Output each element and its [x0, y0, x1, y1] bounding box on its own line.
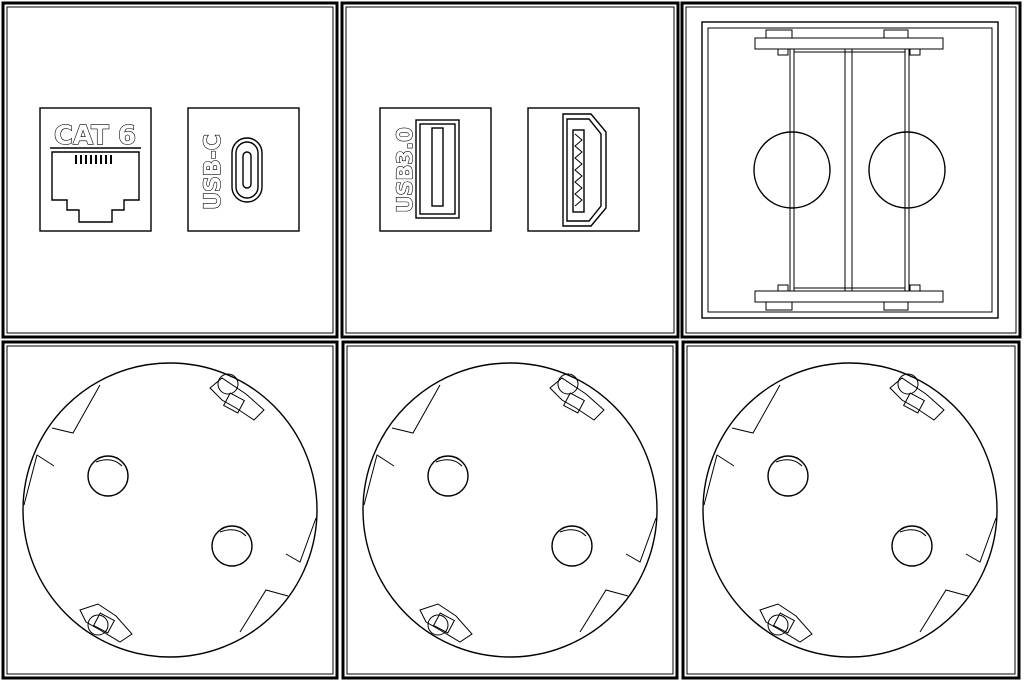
- rj45-jack-icon: [51, 151, 140, 223]
- usb-c-port-icon: [231, 137, 263, 203]
- schuko-socket-icon: [702, 362, 998, 658]
- schuko-socket-icon: [22, 362, 318, 658]
- panel-socket-2: [341, 340, 679, 680]
- panel-usb3-hdmi: USB3.0: [340, 1, 680, 339]
- usb3-module: USB3.0: [379, 107, 492, 232]
- schuko-socket-icon: [362, 362, 658, 658]
- hdmi-module: [527, 107, 640, 232]
- panel-cat6-usbc: CAT 6 USB-C: [1, 1, 339, 339]
- cat6-module: CAT 6: [39, 107, 152, 232]
- cat6-label: CAT 6: [54, 121, 136, 151]
- usbc-label: USB-C: [201, 134, 226, 210]
- usb3-label: USB3.0: [393, 127, 417, 212]
- blank-frame-icon: [701, 21, 999, 319]
- usbc-module: USB-C: [187, 107, 300, 232]
- panel-socket-1: [1, 340, 339, 680]
- panel-blank-frame: [680, 1, 1022, 339]
- hdmi-port-icon: [562, 113, 607, 227]
- panel-socket-3: [681, 340, 1021, 680]
- usb-a-port-icon: [415, 119, 460, 219]
